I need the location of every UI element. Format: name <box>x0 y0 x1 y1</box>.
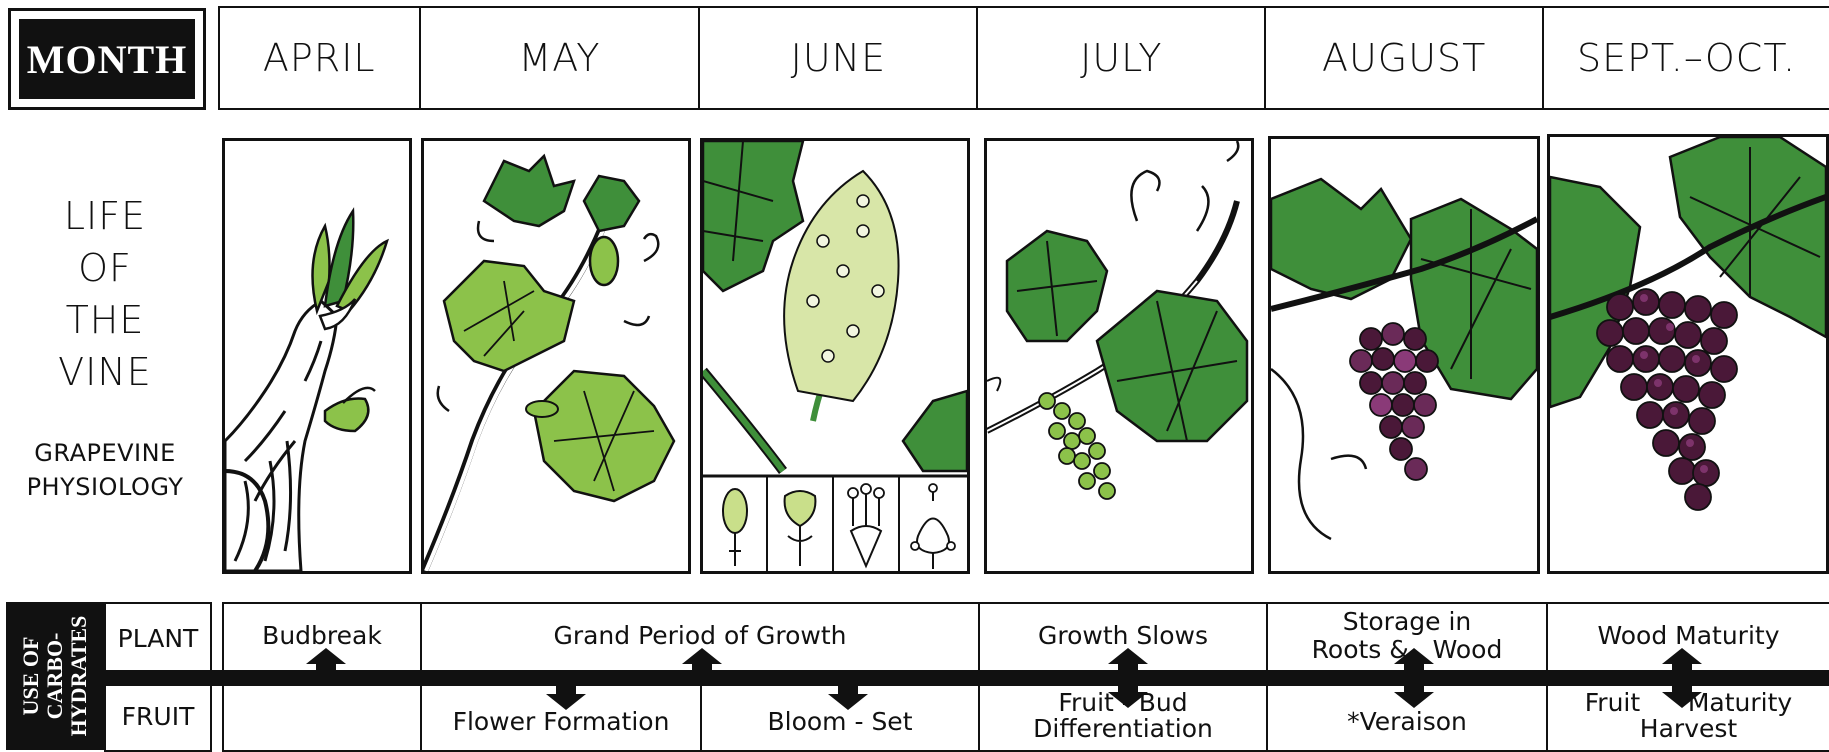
plant-july: Growth Slows <box>978 602 1268 674</box>
budbreak-illustration <box>225 141 409 571</box>
flower-stage-3 <box>848 484 884 566</box>
month-august: AUGUST <box>1266 8 1544 108</box>
subtitle: GRAPEVINE PHYSIOLOGY <box>0 436 210 504</box>
month-row: APRIL MAY JUNE JULY AUGUST SEPT.–OCT. <box>218 6 1829 110</box>
panel-june-illustration <box>700 138 970 574</box>
panel-july-illustration <box>984 138 1254 574</box>
title-line-1: LIFE <box>0 190 210 242</box>
panel-august-illustration <box>1268 136 1540 574</box>
month-june: JUNE <box>700 8 978 108</box>
subtitle-line-1: GRAPEVINE <box>0 436 210 470</box>
plant-august-line-1: Storage in <box>1343 608 1472 636</box>
carbohydrates-side-label: USE OF CARBO- HYDRATES <box>6 602 104 750</box>
carb-label-line-2: CARBO- <box>43 633 67 720</box>
panel-may-illustration <box>421 138 691 574</box>
carb-label-line-3: HYDRATES <box>67 616 91 737</box>
carbohydrate-flow-bar <box>104 670 1829 686</box>
plant-august: Storage in Roots & Wood <box>1266 602 1548 674</box>
fruit-june: Bloom - Set <box>700 680 980 752</box>
fruit-july-line-2: Differentiation <box>1033 716 1213 742</box>
fruit-july-line-1: Fruit - Bud <box>1058 690 1187 716</box>
month-header-box: MONTH <box>8 8 206 110</box>
flower-stage-2 <box>785 491 816 566</box>
month-sept-oct: SEPT.–OCT. <box>1544 8 1829 108</box>
flower-stage-4 <box>911 484 955 569</box>
bloom-illustration <box>703 141 967 571</box>
young-berries <box>1039 393 1115 499</box>
ripe-cluster <box>1597 289 1737 510</box>
fruit-august: *Veraison <box>1266 680 1548 752</box>
fruit-sept-oct-line-1: Fruit Maturity <box>1585 690 1792 716</box>
month-april: APRIL <box>220 8 421 108</box>
veraison-illustration <box>1271 139 1537 571</box>
diagram-title: LIFE OF THE VINE GRAPEVINE PHYSIOLOGY <box>0 190 210 504</box>
panel-april-illustration <box>222 138 412 574</box>
fruit-july: Fruit - Bud Differentiation <box>978 680 1268 752</box>
flower-stage-1 <box>723 489 747 566</box>
month-may: MAY <box>421 8 701 108</box>
title-line-4: VINE <box>0 346 210 398</box>
fruit-may: Flower Formation <box>420 680 702 752</box>
plant-april: Budbreak <box>222 602 422 674</box>
carb-label-line-1: USE OF <box>19 637 43 716</box>
fruit-row-label: FRUIT <box>104 680 212 752</box>
title-line-3: THE <box>0 294 210 346</box>
plant-sept-oct: Wood Maturity <box>1546 602 1829 674</box>
subtitle-line-2: PHYSIOLOGY <box>0 470 210 504</box>
fruit-april <box>222 680 422 752</box>
bud-side <box>325 388 375 431</box>
fruit-sept-oct: Fruit Maturity Harvest <box>1546 680 1829 752</box>
month-july: JULY <box>978 8 1266 108</box>
shoot-growth-illustration <box>424 141 688 571</box>
title-line-2: OF <box>0 242 210 294</box>
plant-august-line-2: Roots & Wood <box>1312 636 1503 664</box>
harvest-illustration <box>1550 137 1826 571</box>
plant-may-june: Grand Period of Growth <box>420 602 980 674</box>
fruit-set-illustration <box>987 141 1251 571</box>
panel-sept-oct-illustration <box>1547 134 1829 574</box>
plant-row-label: PLANT <box>104 602 212 674</box>
month-header-label: MONTH <box>19 19 195 99</box>
flower-cluster <box>784 171 898 401</box>
fruit-sept-oct-line-2: Harvest <box>1640 716 1737 742</box>
